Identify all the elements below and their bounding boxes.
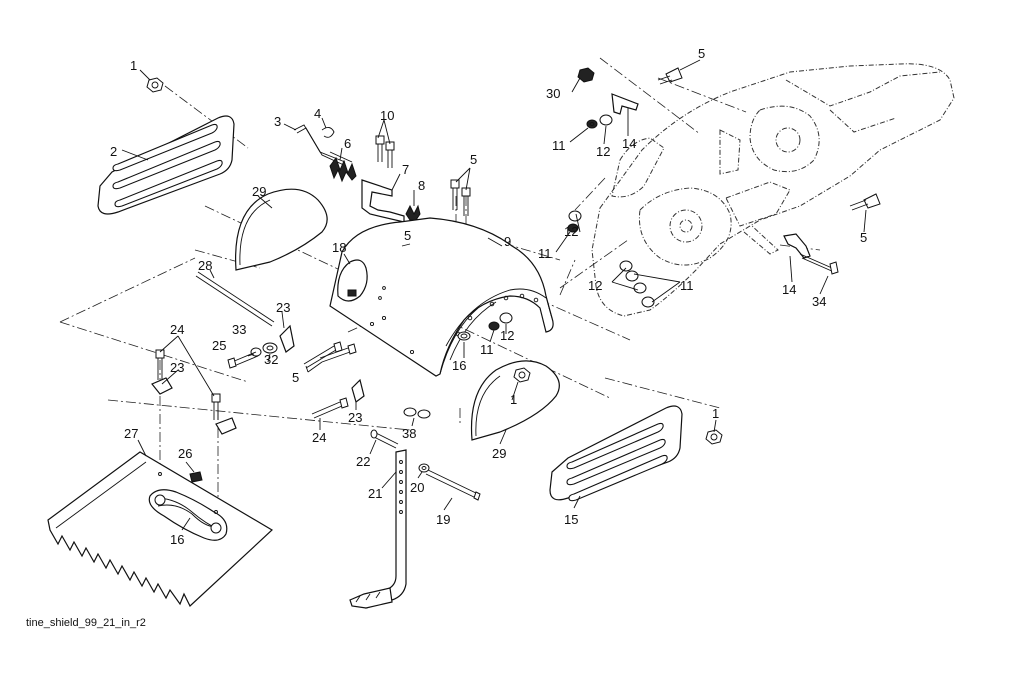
callout-5-center: 5: [470, 152, 477, 167]
callout-5-left: 5: [292, 370, 299, 385]
callout-34: 34: [812, 294, 826, 309]
callout-10: 10: [380, 108, 394, 123]
bolts-part-24: [155, 349, 349, 420]
spring-part-6: [329, 156, 357, 183]
callout-29-right: 29: [492, 446, 506, 461]
callout-9: 9: [504, 234, 511, 249]
callout-23-left: 23: [276, 300, 290, 315]
callout-5-right: 5: [860, 230, 867, 245]
callout-24-bottom: 24: [312, 430, 326, 445]
right-side-plate: [549, 405, 683, 502]
hex-nut-deflector: [513, 367, 531, 383]
bolts-part-5-mid: [303, 341, 357, 369]
callout-8: 8: [418, 178, 425, 193]
callout-19: 19: [436, 512, 450, 527]
callout-11-mid: 11: [480, 342, 494, 357]
spring-part-8: [405, 204, 421, 221]
pin-part-22: [370, 429, 399, 449]
callout-30: 30: [546, 86, 560, 101]
frame-hardware: [567, 67, 881, 308]
callout-1-shield: 1: [510, 392, 517, 407]
callout-25: 25: [212, 338, 226, 353]
callout-6: 6: [344, 136, 351, 151]
callout-7: 7: [402, 162, 409, 177]
rear-flap-part-27: [47, 451, 273, 607]
callout-20: 20: [410, 480, 424, 495]
callout-3: 3: [274, 114, 281, 129]
callout-12-mid: 12: [500, 328, 514, 343]
bracket-part-23-center: [351, 378, 365, 404]
callout-16-flap: 16: [170, 532, 184, 547]
callout-33: 33: [232, 322, 246, 337]
bracket-part-7: [361, 179, 405, 223]
callout-16-shield: 16: [452, 358, 466, 373]
shield-window-part-18: [337, 259, 368, 302]
bolts-part-10: [375, 135, 395, 168]
callout-2: 2: [110, 144, 117, 159]
callout-26: 26: [178, 446, 192, 461]
pin-part-19: [425, 469, 481, 501]
callout-22: 22: [356, 454, 370, 469]
shift-linkage: [293, 124, 421, 223]
washers-part-38: [403, 407, 431, 419]
hex-nut-right: [705, 429, 723, 445]
callout-12-top: 12: [596, 144, 610, 159]
right-deflector-plate: [470, 360, 560, 441]
callout-27: 27: [124, 426, 138, 441]
callout-23-center: 23: [348, 410, 362, 425]
callout-11-bottom: 11: [680, 278, 694, 293]
callout-32: 32: [264, 352, 278, 367]
callout-12-right: 12: [564, 224, 578, 239]
callout-leaders: [121, 59, 867, 531]
clip-part-4: [321, 127, 335, 138]
callout-18: 18: [332, 240, 346, 255]
rod-part-28: [195, 271, 275, 327]
callout-28: 28: [198, 258, 212, 273]
callout-1-top-left: 1: [130, 58, 137, 73]
callout-11-right: 11: [538, 246, 552, 261]
callout-14-top: 14: [622, 136, 636, 151]
clip-part-20: [418, 463, 430, 473]
hex-nut-top-left: [146, 77, 164, 93]
callout-24-top: 24: [170, 322, 184, 337]
callout-21: 21: [368, 486, 382, 501]
left-side-plate: [97, 115, 235, 215]
callout-numbers: 1 2 3 4 10 6 7 8 5 29 5 9 28 18 23 24 33…: [110, 46, 867, 547]
fitting-part-16-shield: [457, 331, 471, 341]
main-tine-shield: [329, 217, 554, 377]
drawing-caption: tine_shield_99_21_in_r2: [26, 617, 146, 629]
callout-14-bottom: 14: [782, 282, 796, 297]
brackets-part-23-lower: [151, 377, 237, 435]
tiller-frame-reference: [591, 63, 955, 317]
callout-1-right: 1: [712, 406, 719, 421]
callout-15: 15: [564, 512, 578, 527]
callout-5-top-right: 5: [698, 46, 705, 61]
callout-4: 4: [314, 106, 321, 121]
left-deflector-plate: [235, 188, 328, 271]
depth-bar-part-21: [349, 449, 407, 609]
depth-bar-holes: [399, 460, 403, 514]
callout-12-bottom: 12: [588, 278, 602, 293]
spacer-part-26: [189, 471, 203, 483]
callout-5-mid: 5: [404, 228, 411, 243]
flap-hinge-hardware: [148, 472, 228, 541]
callout-38: 38: [402, 426, 416, 441]
callout-23-bottom: 23: [170, 360, 184, 375]
callout-29-left: 29: [252, 184, 266, 199]
callout-11-top: 11: [552, 138, 566, 153]
washers-shield-right: [488, 312, 513, 331]
